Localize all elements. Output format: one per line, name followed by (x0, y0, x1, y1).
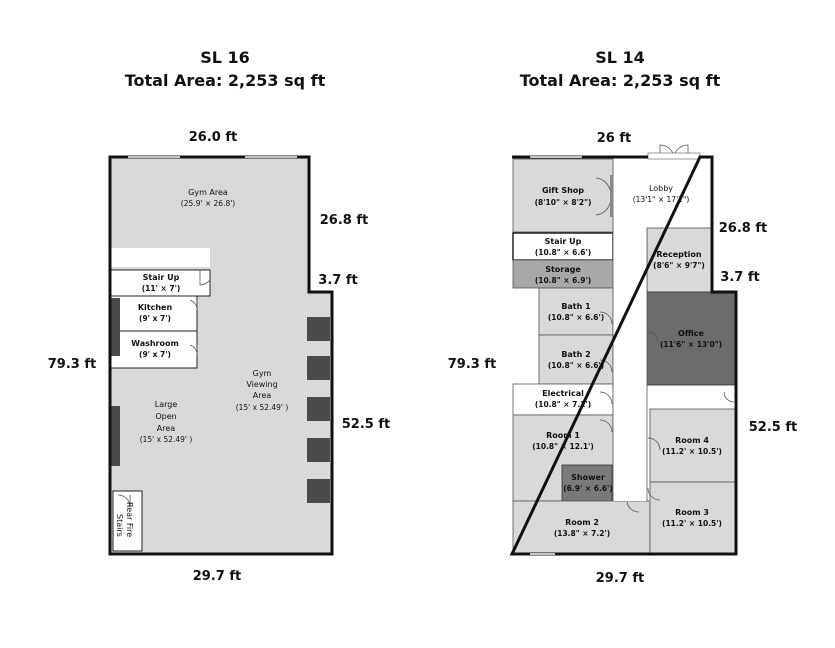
right-gift-shop-doors (595, 177, 611, 216)
right-bath1-name: Bath 1 (561, 302, 591, 311)
left-column-5 (307, 479, 330, 503)
left-kitchen-name: Kitchen (138, 303, 173, 312)
left-dim-left: 79.3 ft (48, 357, 96, 372)
right-stair-up-room (512, 232, 614, 261)
right-bath2-name: Bath 2 (561, 350, 590, 359)
right-dim-notch: 3.7 ft (720, 270, 759, 285)
right-dim-right-upper: 26.8 ft (719, 221, 767, 236)
right-dim-right-lower: 52.5 ft (749, 420, 797, 435)
right-electrical-size: (10.8" × 7.2') (535, 400, 591, 409)
right-office-size: (11'6" × 13'0") (660, 340, 722, 349)
left-door-rear (117, 494, 131, 508)
left-gym-area-size: (25.9' × 26.8') (181, 199, 236, 208)
right-gift-shop-door-frame (610, 175, 613, 217)
left-door-stair (199, 270, 211, 286)
right-shower-room (561, 464, 613, 502)
left-large-open-line1: Large (155, 400, 178, 409)
right-shower-size: (6.9' × 6.6') (563, 484, 613, 493)
right-electrical-name: Electrical (542, 389, 584, 398)
left-large-open-line3: Area (157, 424, 176, 433)
right-room1-name: Room 1 (546, 431, 580, 440)
left-plan-area: Total Area: 2,253 sq ft (124, 71, 326, 90)
left-outer-wall (108, 155, 334, 556)
left-counter (111, 298, 120, 356)
right-plan-area: Total Area: 2,253 sq ft (519, 71, 721, 90)
left-dim-top: 26.0 ft (189, 130, 237, 145)
left-rear-stairs-room (112, 490, 143, 552)
right-office-room (646, 291, 736, 386)
right-lobby-name: Lobby (649, 184, 673, 193)
right-electrical-room (512, 383, 614, 416)
right-plan-name: SL 14 (595, 48, 645, 67)
right-bath-doors (599, 311, 613, 433)
right-dim-top: 26 ft (597, 131, 632, 146)
left-dim-bottom: 29.7 ft (193, 569, 241, 584)
right-room2-size: (13.8" × 7.2') (554, 529, 610, 538)
right-gift-shop-size: (8'10" × 8'2") (535, 198, 592, 207)
left-gym-viewing-line1: Gym (253, 369, 272, 378)
right-room3 (649, 481, 736, 554)
right-storage-size: (10.8" × 6.9') (535, 276, 591, 285)
right-bath1-size: (10.8" × 6.6') (548, 313, 604, 322)
left-plan-name: SL 16 (200, 48, 250, 67)
left-column-4 (307, 438, 330, 462)
left-washroom-size: (9' x 7') (139, 350, 171, 359)
left-column-2 (307, 356, 330, 380)
left-dim-right-upper: 26.8 ft (320, 213, 368, 228)
right-misc-doors (626, 331, 735, 513)
left-door-kitchen (189, 299, 198, 311)
right-room3-size: (11.2' × 10.5') (662, 519, 722, 528)
right-room4-size: (11.2' × 10.5') (662, 447, 722, 456)
left-gym-viewing-line3: Area (253, 391, 272, 400)
right-room4-name: Room 4 (675, 436, 709, 445)
right-plan-title: SL 14 Total Area: 2,253 sq ft (495, 48, 745, 90)
left-floor-plan: Gym Area (25.9' × 26.8') Stair Up (11' ×… (48, 130, 390, 584)
right-room1-size: (10.8" × 12.1') (532, 442, 594, 451)
left-gym-viewing-size: (15' x 52.49' ) (236, 403, 289, 412)
left-column-1 (307, 317, 330, 341)
left-kitchen-washroom-block (110, 295, 198, 369)
left-plan-title: SL 16 Total Area: 2,253 sq ft (100, 48, 350, 90)
left-door-washroom (189, 344, 198, 356)
left-white-band (111, 248, 210, 267)
left-rear-stairs-line2: Stairs (115, 514, 124, 537)
left-gym-viewing-line2: Viewing (246, 380, 277, 389)
right-room2 (512, 500, 651, 554)
left-washroom-name: Washroom (131, 339, 179, 348)
right-reception-size: (8'6" × 9'7") (653, 261, 705, 270)
right-office-name: Office (678, 329, 704, 338)
left-rear-stairs-line1: Rear Fire (125, 502, 134, 537)
left-large-open-line2: Open (155, 412, 176, 421)
left-dim-notch: 3.7 ft (318, 273, 357, 288)
right-bath2-size: (10.8" × 6.6') (548, 361, 604, 370)
right-gift-shop-name: Gift Shop (542, 186, 584, 195)
right-stair-up-size: (10.8" × 6.6') (535, 248, 591, 257)
right-room3-name: Room 3 (675, 508, 709, 517)
right-bath1-room (538, 287, 614, 336)
right-shower-name: Shower (571, 473, 605, 482)
left-counter-2 (111, 406, 120, 466)
right-room4 (649, 408, 736, 483)
right-gift-shop-room (512, 158, 614, 233)
left-kitchen-size: (9' x 7') (139, 314, 171, 323)
left-gym-area-name: Gym Area (188, 188, 228, 197)
right-storage-name: Storage (545, 265, 581, 274)
left-stair-up-name: Stair Up (143, 273, 180, 282)
right-floor-plan: Gift Shop (8'10" × 8'2") Lobby (13'1" × … (448, 131, 797, 586)
left-column-3 (307, 397, 330, 421)
right-entry-threshold (647, 152, 701, 160)
right-dim-bottom: 29.7 ft (596, 571, 644, 586)
right-room2-name: Room 2 (565, 518, 599, 527)
right-reception-name: Reception (656, 250, 702, 259)
left-dim-right-lower: 52.5 ft (342, 417, 390, 432)
right-reception-room (646, 227, 713, 293)
right-lobby-size: (13'1" × 17'1") (633, 195, 690, 204)
right-bath2-room (538, 334, 614, 385)
right-dim-left: 79.3 ft (448, 357, 496, 372)
left-stair-up-size: (11' × 7') (142, 284, 181, 293)
right-stair-up-name: Stair Up (545, 237, 582, 246)
left-large-open-size: (15' x 52.49' ) (140, 435, 193, 444)
